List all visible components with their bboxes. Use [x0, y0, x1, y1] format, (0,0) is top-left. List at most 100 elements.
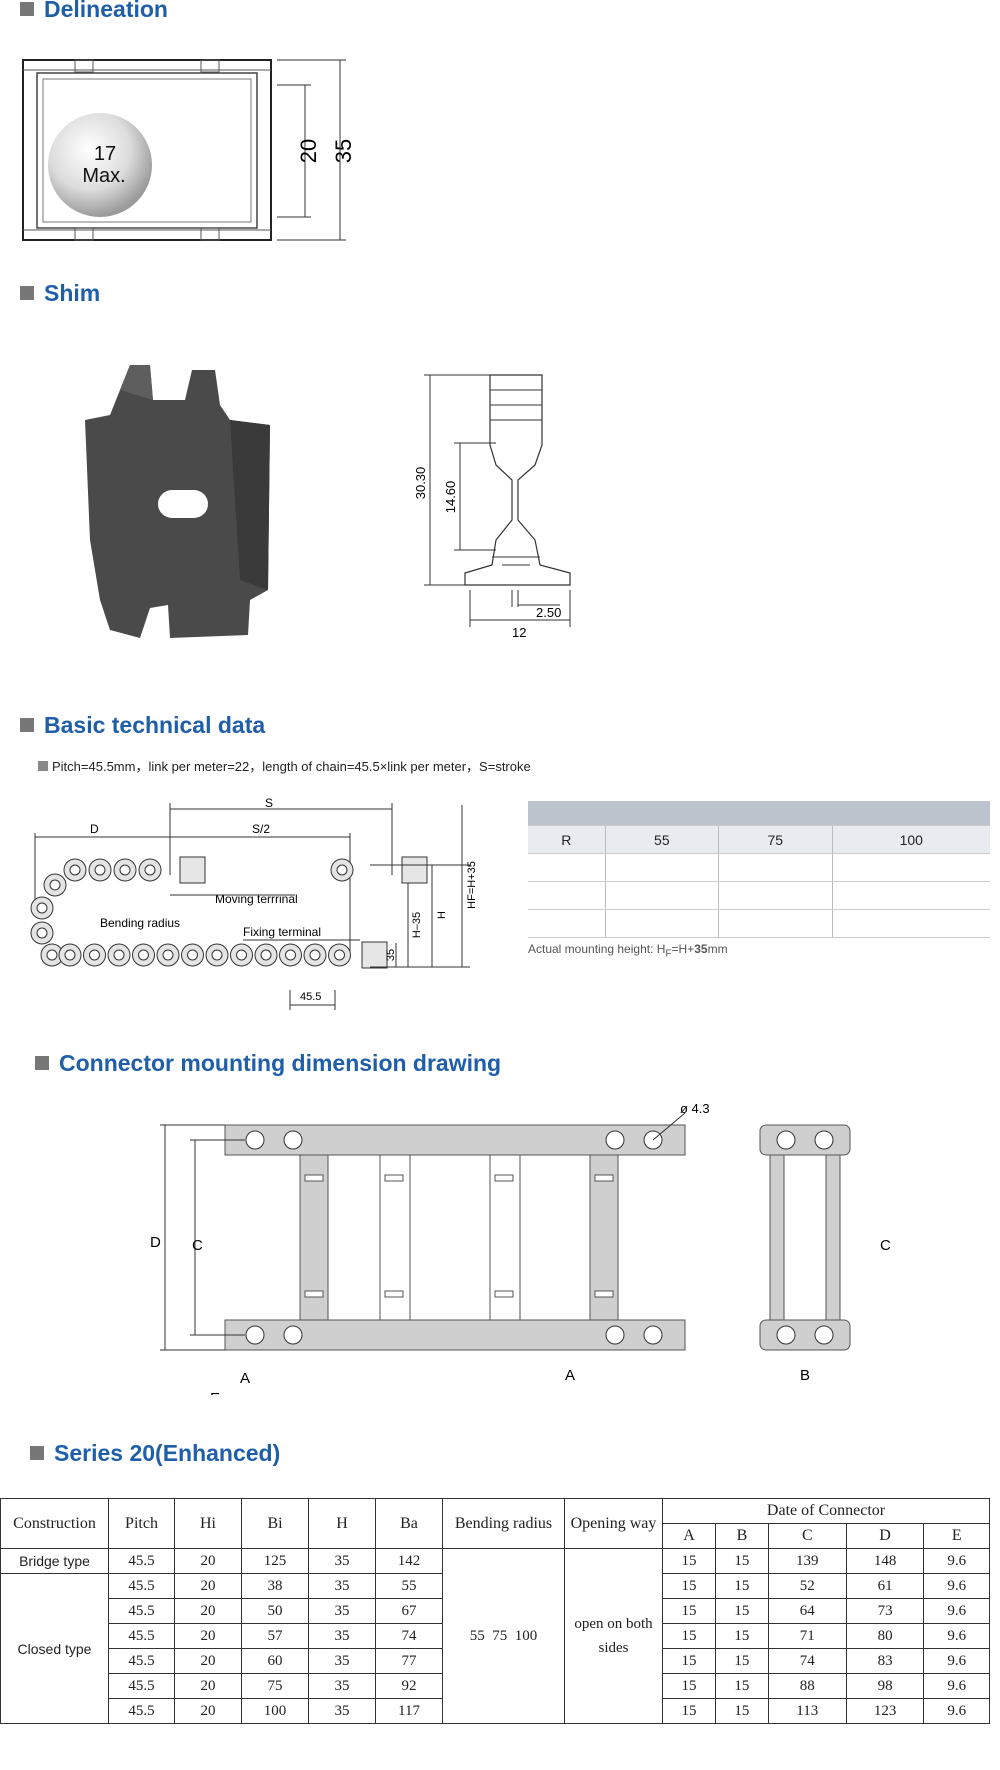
table-cell: 35: [308, 1573, 376, 1599]
label-c: C: [192, 1237, 203, 1254]
col-ba: Ba: [375, 1498, 443, 1549]
chain-link-bottom-pin: [162, 949, 174, 961]
table-cell: 15: [662, 1623, 716, 1649]
r-table-header-bar: [528, 801, 990, 826]
table-cell: 38: [241, 1573, 309, 1599]
label-e: E: [210, 1390, 220, 1395]
square-bullet-icon: [20, 718, 34, 732]
label-h-35: H–35: [411, 912, 423, 938]
chain-link-bottom-pin: [211, 949, 223, 961]
table-cell: 20: [174, 1698, 242, 1724]
table-cell: 15: [714, 1548, 769, 1574]
connector-side-bottom: [759, 1319, 851, 1351]
chain-frame-inner2: [42, 78, 252, 223]
shim-photo: [85, 365, 270, 638]
table-cell: 75: [241, 1673, 309, 1699]
table-cell: 88: [767, 1673, 847, 1699]
table-cell: 74: [767, 1648, 847, 1674]
table-cell: 45.5: [108, 1673, 175, 1699]
dim-shim-width: 12: [512, 625, 526, 640]
table-cell: 148: [845, 1548, 925, 1574]
opening-way-cell: open on both sides: [564, 1548, 663, 1724]
table-cell: 15: [714, 1648, 769, 1674]
label-d: D: [150, 1234, 161, 1251]
label-moving: Moving terrrinal: [215, 892, 298, 906]
table-cell: 20: [174, 1648, 242, 1674]
table-cell: 35: [308, 1623, 376, 1649]
r-table-cell: 100: [832, 825, 990, 854]
mount-note-value: 35: [694, 942, 708, 956]
section-title-basic: Basic technical data: [20, 712, 265, 739]
connector-drawing: D C A E A ø 4.3 B C: [150, 1101, 891, 1395]
chain-link-bottom-pin: [309, 949, 321, 961]
bending-radius-table: R 55 75 100: [528, 801, 990, 938]
table-cell: 139: [767, 1548, 847, 1574]
chain-link-top-pin: [94, 864, 106, 876]
table-cell: 15: [714, 1698, 769, 1724]
section-title-text: Shim: [44, 280, 101, 306]
chain-link-bend-pin: [46, 949, 58, 961]
table-cell: 60: [241, 1648, 309, 1674]
r-table-cell: [528, 853, 606, 882]
table-cell: 9.6: [923, 1673, 990, 1699]
col-b: B: [714, 1523, 769, 1549]
chain-link-top-pin: [119, 864, 131, 876]
mount-note-unit: mm: [707, 942, 728, 956]
table-cell: 98: [845, 1673, 925, 1699]
col-d: D: [845, 1523, 925, 1549]
col-e: E: [923, 1523, 990, 1549]
col-opening: Opening way: [564, 1498, 663, 1549]
dim-outer-height: 35: [331, 139, 355, 163]
table-cell: 67: [375, 1598, 443, 1624]
chain-link-bottom-pin: [236, 949, 247, 961]
r-table-cell: R: [528, 825, 606, 854]
label-hf: HF=H+35: [466, 861, 478, 909]
mount-note-sub: F: [665, 948, 672, 960]
connector-side-top: [759, 1124, 851, 1156]
col-pitch: Pitch: [108, 1498, 175, 1549]
shim-slot: [158, 490, 208, 518]
table-cell: 50: [241, 1598, 309, 1624]
table-cell: 9.6: [923, 1548, 990, 1574]
r-table-cell: [718, 881, 833, 910]
shim-dimension-drawing: 30.30 14.60 2.50 12: [413, 374, 571, 640]
label-h: H: [436, 911, 448, 919]
section-title-text: Series 20(Enhanced): [54, 1440, 281, 1466]
end-terminal-box: [401, 856, 428, 884]
chain-link-bottom-pin: [285, 949, 296, 961]
table-cell: 20: [174, 1623, 242, 1649]
table-cell: 55: [375, 1573, 443, 1599]
square-bullet-icon: [30, 1446, 44, 1460]
table-cell: 15: [662, 1673, 716, 1699]
square-bullet-icon: [38, 761, 48, 771]
mounting-height-note: Actual mounting height: HF=H+35mm: [528, 942, 728, 959]
table-cell: 57: [241, 1623, 309, 1649]
label-a-right: A: [565, 1367, 575, 1384]
chain-link-bottom-pin: [334, 949, 345, 961]
construction-cell: Bridge type: [0, 1548, 109, 1574]
col-h: H: [308, 1498, 376, 1549]
r-table-cell: 75: [718, 825, 833, 854]
table-cell: 125: [241, 1548, 309, 1574]
table-cell: 20: [174, 1673, 242, 1699]
table-cell: 20: [174, 1598, 242, 1624]
table-cell: 9.6: [923, 1573, 990, 1599]
table-cell: 9.6: [923, 1648, 990, 1674]
table-cell: 15: [714, 1573, 769, 1599]
table-cell: 113: [767, 1698, 847, 1724]
dim-inner-height: 20: [296, 139, 321, 163]
col-connector: Date of Connector: [662, 1498, 990, 1524]
moving-terminal-box: [179, 856, 206, 884]
section-title-series: Series 20(Enhanced): [30, 1440, 280, 1467]
label-s: S: [265, 796, 273, 810]
dim-shim-gap: 2.50: [536, 605, 561, 620]
chain-link-bend-pin: [36, 927, 48, 939]
delineation-drawing: 17 Max. 20 35: [22, 59, 355, 241]
label-hole: ø 4.3: [680, 1101, 710, 1116]
label-s2: S/2: [252, 822, 270, 836]
table-cell: 142: [375, 1548, 443, 1574]
chain-link-bend-pin: [49, 879, 61, 891]
ball-label: Max.: [82, 165, 125, 187]
label-bending: Bending radius: [100, 916, 180, 930]
